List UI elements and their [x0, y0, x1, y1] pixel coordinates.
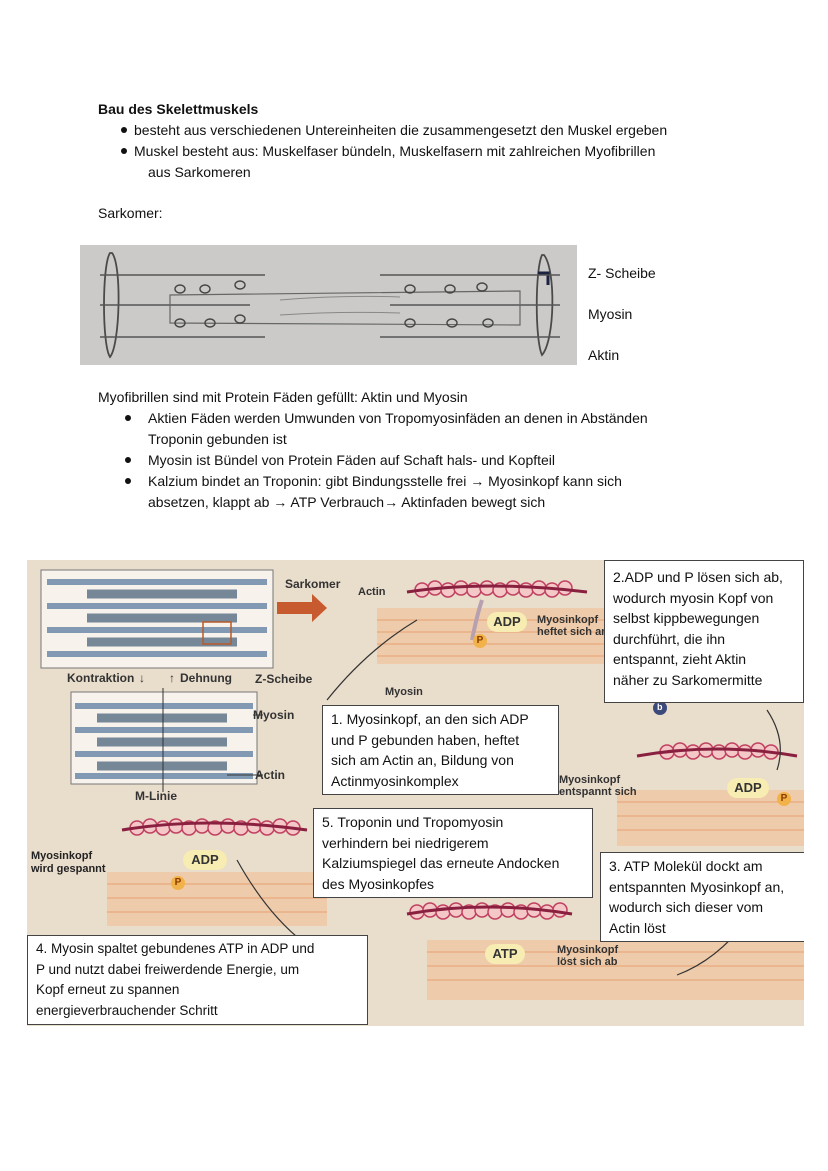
- bullet-dot: [125, 415, 131, 421]
- callout-line: 2.ADP und P lösen sich ab,: [613, 569, 783, 585]
- callout-line: näher zu Sarkomermitte: [613, 671, 763, 688]
- callout-line: 4. Myosin spaltet gebundenes ATP in ADP …: [36, 941, 315, 956]
- callout-step-5: 5. Troponin und Tropomyosin verhindern b…: [313, 808, 593, 898]
- sarcomere-sketch: [80, 245, 577, 365]
- myo-bullet-3-cont: absetzen, klappt ab → ATP Verbrauch→ Akt…: [148, 494, 546, 510]
- arrow-down-icon: ↓: [139, 671, 145, 685]
- adp-badge-left: ADP: [183, 850, 227, 870]
- label-line: löst sich ab: [557, 956, 618, 968]
- callout-line: des Myosinkopfes: [322, 875, 435, 892]
- label-line: Myosinkopf: [557, 944, 619, 956]
- label-line: Myosinkopf: [559, 774, 621, 786]
- arrow-up-icon: ↑: [169, 671, 175, 685]
- label-myosin-mid: Myosin: [385, 686, 423, 698]
- callout-line: 5. Troponin und Tropomyosin: [322, 814, 504, 830]
- callout-line: wodurch sich dieser vom: [609, 899, 764, 915]
- callout-line: Kopf erneut zu spannen: [36, 982, 180, 997]
- diagram-artwork: [40, 569, 804, 1000]
- label-line: entspannt sich: [559, 786, 637, 798]
- adp-badge-right: ADP: [727, 778, 769, 798]
- callout-line: sich am Actin an, Bildung von: [331, 752, 514, 768]
- callout-line: durchführt, die ihn: [613, 630, 726, 647]
- label-line: Myosinkopf: [537, 614, 599, 626]
- atp-badge: ATP: [485, 944, 525, 964]
- callout-line: Actinmyosinkomplex: [331, 772, 459, 789]
- callout-line: entspannten Myosinkopf an,: [609, 878, 785, 895]
- callout-step-4: 4. Myosin spaltet gebundenes ATP in ADP …: [27, 935, 368, 1025]
- myo-bullet-3: Kalzium bindet an Troponin: gibt Bindung…: [148, 473, 622, 489]
- b-marker: b: [657, 702, 663, 712]
- label-line: Myosinkopf: [31, 850, 93, 862]
- myo-bullet-1: Aktien Fäden werden Umwunden von Tropomy…: [148, 410, 648, 426]
- callout-line: und P gebunden haben, heftet: [331, 731, 520, 748]
- label-myosin-left: Myosin: [253, 708, 295, 722]
- callout-line: Kalziumspiegel das erneute Andocken: [322, 855, 560, 871]
- myofibrillen-intro: Myofibrillen sind mit Protein Fäden gefü…: [98, 389, 468, 405]
- label-z-scheibe: Z-Scheibe: [255, 672, 313, 686]
- callout-line: Actin löst: [609, 919, 666, 936]
- label-line: heftet sich an: [537, 626, 608, 638]
- page-heading: Bau des Skelettmuskels: [98, 101, 259, 117]
- callout-line: entspannt, zieht Aktin: [613, 651, 747, 667]
- bullet-dot: [121, 148, 127, 154]
- z-scheibe-label: Z- Scheibe: [588, 265, 656, 281]
- label-line: wird gespannt: [31, 863, 106, 875]
- callout-line: energieverbrauchender Schritt: [36, 1002, 218, 1018]
- intro-bullet-2: Muskel besteht aus: Muskelfaser bündeln,…: [134, 143, 656, 159]
- bullet-dot: [121, 127, 127, 133]
- intro-bullet-1: besteht aus verschiedenen Untereinheiten…: [134, 122, 668, 138]
- callout-line: P und nutzt dabei freiwerdende Energie, …: [36, 961, 300, 977]
- myo-bullet-2: Myosin ist Bündel von Protein Fäden auf …: [148, 452, 556, 468]
- intro-bullet-2-cont: aus Sarkomeren: [148, 164, 251, 180]
- label-kontraktion: Kontraktion: [67, 671, 135, 685]
- callout-step-3: 3. ATP Molekül dockt am entspannten Myos…: [600, 852, 804, 942]
- myosin-label: Myosin: [588, 306, 633, 322]
- label-dehnung: Dehnung: [180, 671, 232, 685]
- sarcomere-drawing: [80, 245, 577, 365]
- sarkomer-label: Sarkomer:: [98, 205, 163, 221]
- callout-line: selbst kippbewegungen: [613, 610, 760, 626]
- p-badge: P: [473, 634, 487, 648]
- callout-line: wodurch myosin Kopf von: [613, 589, 774, 606]
- label-actin-top: Actin: [358, 586, 386, 598]
- label-sarkomer: Sarkomer: [285, 577, 341, 591]
- callout-step-1: 1. Myosinkopf, an den sich ADP und P geb…: [322, 705, 559, 795]
- callout-line: 1. Myosinkopf, an den sich ADP: [331, 711, 529, 727]
- aktin-label: Aktin: [588, 347, 620, 363]
- callout-line: verhindern bei niedrigerem: [322, 834, 489, 851]
- myo-bullet-1-cont: Troponin gebunden ist: [148, 431, 287, 447]
- callout-step-2: 2.ADP und P lösen sich ab, wodurch myosi…: [604, 560, 804, 703]
- callout-line: 3. ATP Molekül dockt am: [609, 858, 763, 874]
- bullet-dot: [125, 478, 131, 484]
- label-m-linie: M-Linie: [135, 789, 177, 803]
- p-badge-left: P: [171, 876, 185, 890]
- p-badge-right: P: [777, 792, 791, 806]
- muscle-contraction-diagram: Sarkomer Actin Kontraktion ↓ ↑ Dehnung Z…: [27, 560, 804, 1026]
- adp-badge: ADP: [487, 612, 527, 632]
- label-actin-left: Actin: [255, 768, 285, 782]
- bullet-dot: [125, 457, 131, 463]
